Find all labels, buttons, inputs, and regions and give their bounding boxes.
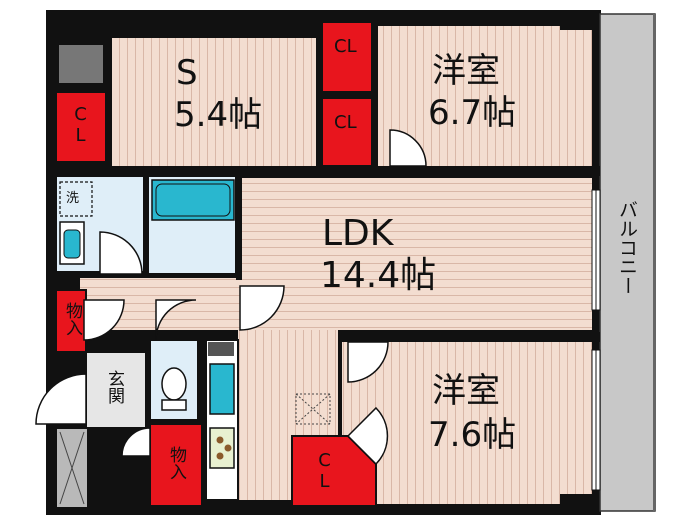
closet-bottom-label: CL xyxy=(314,450,335,492)
closet-left xyxy=(55,91,107,163)
closet-left-label: CL xyxy=(70,104,91,146)
closet-top-a xyxy=(321,21,373,93)
storage-left xyxy=(55,289,87,353)
laundry-label: 洗 xyxy=(66,191,80,206)
bathtub xyxy=(151,179,235,221)
room-yoshitsu-top-name: 洋室 xyxy=(432,51,500,91)
room-yoshitsu-bottom-name: 洋室 xyxy=(432,371,500,411)
pipe-space xyxy=(57,43,105,85)
laundry-pan xyxy=(59,181,93,217)
closet-top-b-label: CL xyxy=(334,112,357,133)
storage-bottom-label: 物入 xyxy=(166,446,186,480)
room-s-size: 5.4帖 xyxy=(174,95,263,135)
closet-top-a-label: CL xyxy=(334,36,357,57)
room-ldk-name: LDK xyxy=(322,213,394,254)
room-yoshitsu-bottom-size: 7.6帖 xyxy=(428,415,517,455)
room-ldk-size: 14.4帖 xyxy=(320,255,437,296)
closet-top-b xyxy=(321,97,373,167)
toilet xyxy=(161,367,187,401)
entrance-label: 玄関 xyxy=(104,370,124,404)
room-yoshitsu-top-size: 6.7帖 xyxy=(428,93,517,133)
room-s-floor xyxy=(112,38,317,166)
balcony xyxy=(599,13,656,512)
entrance-floor xyxy=(85,351,147,429)
balcony-label: バルコニー xyxy=(616,200,638,295)
closet-bottom xyxy=(291,435,377,507)
storage-left-label: 物入 xyxy=(62,302,82,336)
room-s-name: S xyxy=(176,53,198,93)
door-swings xyxy=(35,129,427,466)
kitchen-sink xyxy=(209,363,235,415)
refrigerator-space xyxy=(295,393,331,425)
storage-bottom xyxy=(149,423,203,507)
room-ldk-floor xyxy=(240,178,592,330)
